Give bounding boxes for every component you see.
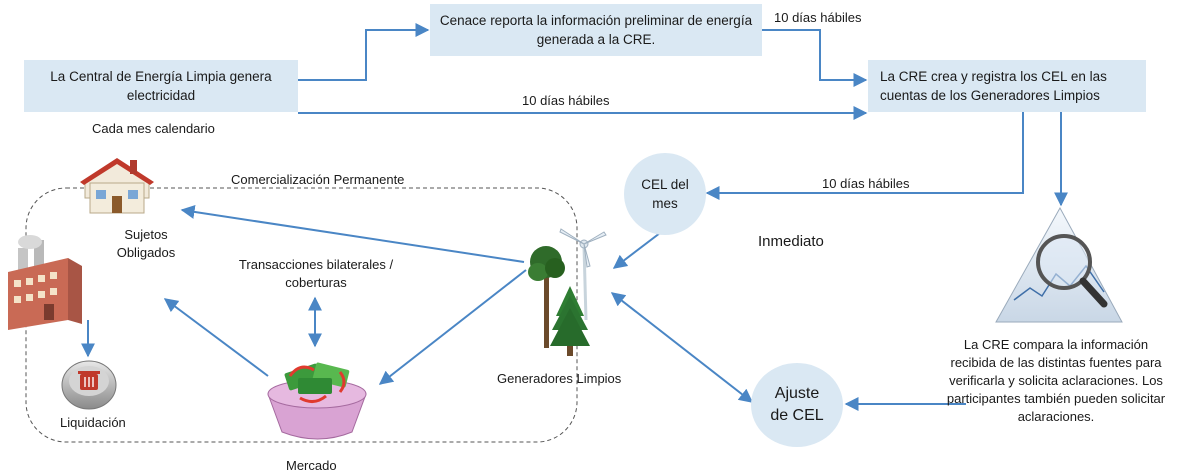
house-icon <box>80 158 154 214</box>
ajuste-cel-circle: Ajuste de CEL <box>751 363 843 447</box>
comercializacion-label: Comercialización Permanente <box>231 172 405 187</box>
sujetos-obligados-label: Sujetos Obligados <box>116 227 176 260</box>
arrow-ajuste-generadores <box>610 292 754 403</box>
transacciones-label: Transacciones bilaterales / coberturas <box>238 257 394 290</box>
ajuste-cel-text: Ajuste de CEL <box>770 385 824 424</box>
wind-turbine-trees-icon <box>528 228 607 356</box>
trash-bin-icon <box>61 360 117 410</box>
cada-mes-label: Cada mes calendario <box>92 121 215 136</box>
cel-del-mes-text: CEL del mes <box>641 177 689 211</box>
generadores-limpios-label: Generadores Limpios <box>497 371 622 386</box>
arrow-mercado-to-sujetos <box>163 298 269 377</box>
mercado-label: Mercado <box>286 458 337 473</box>
central-energia-box: La Central de Energía Limpia genera elec… <box>24 60 298 112</box>
magnifier-triangle-icon <box>995 206 1123 323</box>
arrow-cenace-to-cre <box>762 29 868 87</box>
liquidacion-label: Liquidación <box>60 415 126 430</box>
arrow-generadores-to-sujetos <box>180 204 525 263</box>
arrow-generadores-to-mercado <box>378 269 527 385</box>
dias-habiles-mid-label: 10 días hábiles <box>522 93 610 108</box>
arrow-cel-mes-to-generadores <box>612 232 661 269</box>
factory-icon <box>8 235 82 330</box>
cre-registra-box: La CRE crea y registra los CEL en las cu… <box>868 60 1146 112</box>
dias-habiles-cel-label: 10 días hábiles <box>822 176 910 191</box>
inmediato-label: Inmediato <box>758 233 824 250</box>
cre-compara-label: La CRE compara la información recibida d… <box>946 337 1166 424</box>
arrow-cre-to-cel-mes <box>705 110 1024 200</box>
dias-habiles-top-label: 10 días hábiles <box>774 10 862 25</box>
arrow-central-to-cenace <box>298 23 430 81</box>
money-basket-icon <box>267 362 367 440</box>
cenace-box: Cenace reporta la información preliminar… <box>430 4 762 56</box>
cel-del-mes-circle: CEL del mes <box>624 153 706 235</box>
